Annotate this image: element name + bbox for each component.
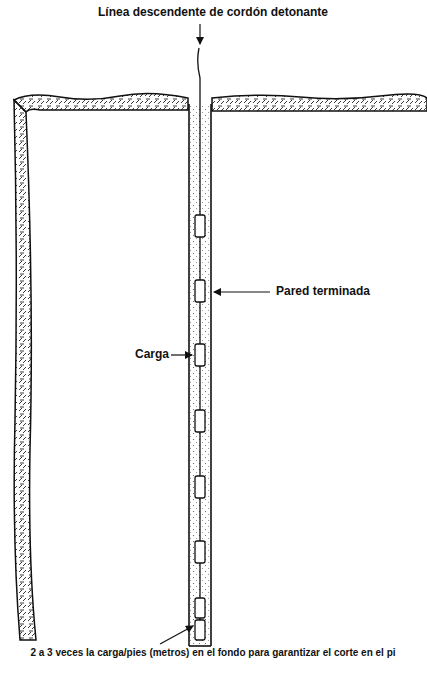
leader-line: [199, 24, 200, 44]
ground-surface: [212, 94, 427, 111]
downline-label: Línea descendente de cordón detonante: [96, 6, 330, 20]
wall-label: Pared terminada: [274, 285, 372, 299]
bottom-note: 2 a 3 veces la carga/pies (metros) en el…: [28, 647, 397, 659]
rock-face: [14, 100, 36, 640]
leader-line: [214, 291, 270, 292]
charges: [195, 215, 205, 640]
leader-line: [160, 626, 193, 644]
charge-label: Carga: [133, 348, 171, 362]
leader-line: [168, 354, 192, 355]
finished-wall: [188, 104, 190, 646]
ground-surface: [14, 93, 188, 112]
finished-wall: [210, 104, 212, 646]
